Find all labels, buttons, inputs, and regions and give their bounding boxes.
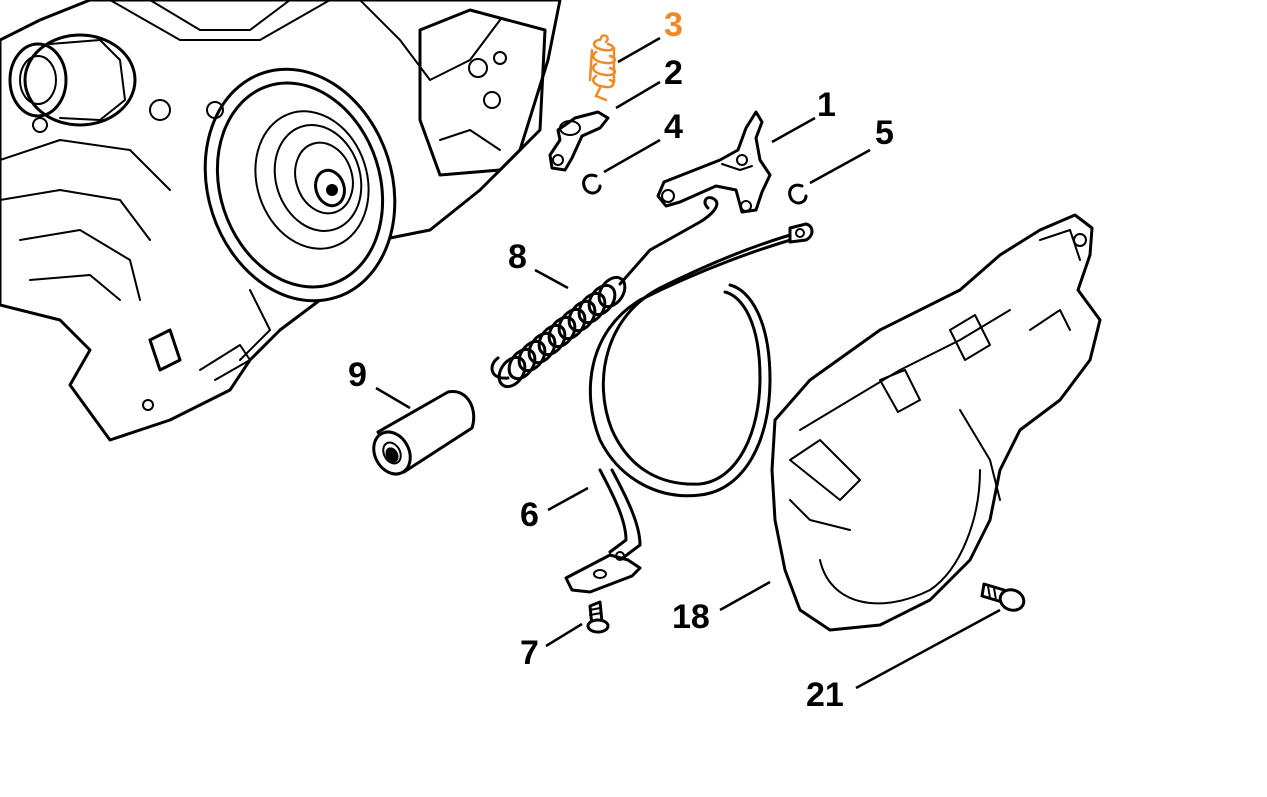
engine-housing: [0, 0, 562, 442]
part-21-bolt[interactable]: [980, 582, 1027, 614]
part-1-linkage[interactable]: [656, 110, 772, 214]
callout-8[interactable]: 8: [508, 238, 527, 276]
leader-lines: [375, 36, 1001, 690]
part-7-screw[interactable]: [586, 600, 610, 634]
callout-1[interactable]: 1: [817, 86, 836, 124]
callout-5[interactable]: 5: [875, 114, 894, 152]
part-5-circlip[interactable]: [788, 183, 808, 205]
part-6-brake-band[interactable]: [564, 222, 814, 594]
callout-4[interactable]: 4: [664, 108, 683, 146]
callout-21[interactable]: 21: [806, 676, 844, 714]
callout-7[interactable]: 7: [520, 634, 539, 672]
callout-18[interactable]: 18: [672, 598, 710, 636]
part-2-lever[interactable]: [548, 110, 610, 172]
callout-2[interactable]: 2: [664, 54, 683, 92]
part-9-sleeve[interactable]: [367, 390, 476, 481]
callout-6[interactable]: 6: [520, 496, 539, 534]
part-4-circlip[interactable]: [582, 173, 602, 195]
callout-3[interactable]: 3: [664, 6, 683, 44]
callout-9[interactable]: 9: [348, 356, 367, 394]
part-3-spring[interactable]: [588, 34, 617, 102]
callout-numbers: 3 2 4 1 5 8 9 6 7 18 21: [348, 6, 894, 714]
part-8-tension-spring[interactable]: [490, 196, 719, 392]
part-18-cover[interactable]: [770, 213, 1102, 632]
